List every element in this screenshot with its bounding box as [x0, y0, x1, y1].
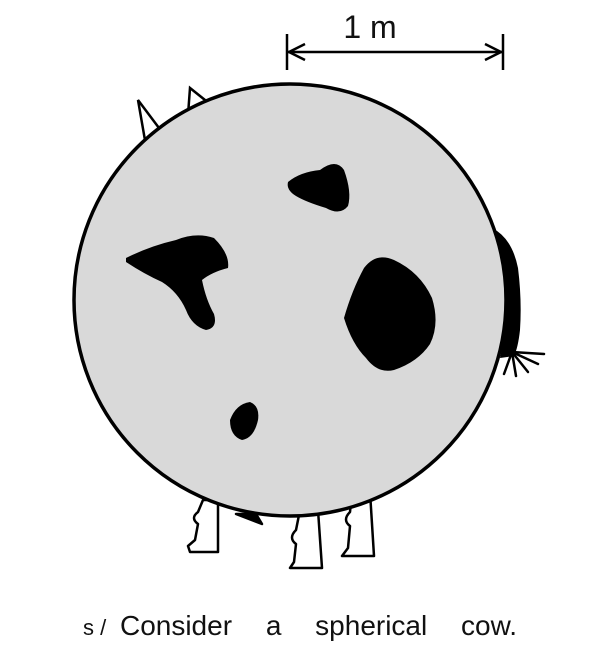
scale-bar-left-arrow [288, 42, 306, 62]
cow-leg-front-right [340, 490, 376, 558]
cow-spot-right [344, 257, 436, 371]
cow-udder [234, 512, 264, 526]
scale-bar-label: 1 m [343, 9, 396, 45]
cow-tail [488, 228, 546, 378]
caption-word-4: cow. [461, 610, 518, 641]
cow-tail-tuft [502, 350, 546, 378]
figure-caption: s / Consider a spherical cow. [0, 604, 600, 648]
cow-spot-left [126, 235, 229, 330]
caption-word-2: a [265, 610, 282, 641]
caption-prefix: s / [82, 615, 107, 640]
cow-leg-back-left [186, 498, 220, 554]
caption-word-1: Consider [119, 610, 233, 641]
cow-spot-bottom [230, 402, 259, 440]
cow-spherical-body [72, 82, 508, 518]
caption-word-3: spherical [315, 610, 428, 641]
cow-spot-top [287, 164, 350, 212]
scale-bar-right-arrow [484, 42, 502, 62]
cow-leg-front-left [288, 508, 324, 570]
scale-bar: 1 m [285, 9, 505, 70]
cow-spots [126, 164, 436, 440]
spherical-cow-diagram: 1 m [72, 9, 546, 570]
cow-legs [186, 490, 376, 570]
cow-tail-body [488, 228, 521, 358]
